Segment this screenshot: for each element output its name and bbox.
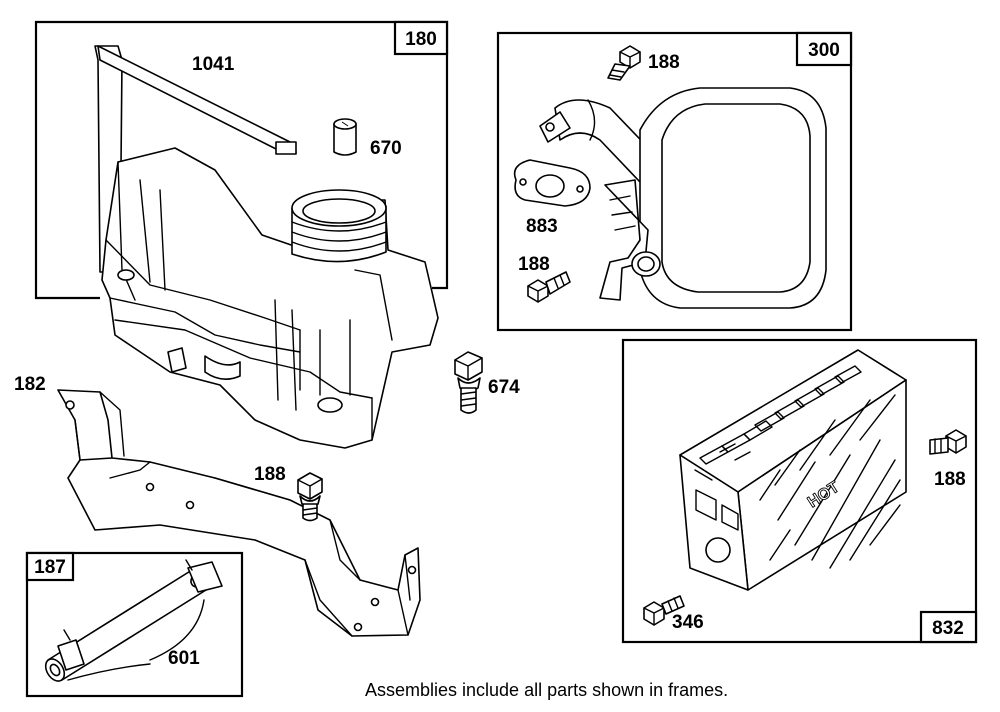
frame-muffler-number: 300 [808, 40, 840, 61]
screw-muffler-bottom-part [527, 271, 571, 303]
heat-guard-part: HOT [679, 349, 907, 591]
frame-guard-tag [919, 610, 978, 644]
callout-screw-tank: 674 [488, 377, 520, 398]
frame-muffler-tag [795, 31, 853, 67]
clamp-leader-lines [67, 599, 205, 681]
frame-muffler-border [496, 31, 853, 332]
frame-fuel-line: 187 [25, 551, 244, 698]
frame-fuel-tank-number: 180 [405, 29, 437, 50]
frame-fuel-tank: 180 [34, 20, 449, 300]
frame-fuel-line-border [25, 551, 244, 698]
fuel-tank-part [101, 147, 439, 449]
footnote-text: Assemblies include all parts shown in fr… [365, 680, 728, 700]
frame-guard-number: 832 [932, 618, 964, 639]
callout-screw-guard-left: 346 [672, 612, 704, 633]
callout-screw-muffler-bottom: 188 [518, 254, 550, 275]
callout-screw-muffler-top: 188 [648, 52, 680, 73]
callout-screw-bracket: 188 [254, 464, 286, 485]
frame-fuel-tank-border [34, 20, 449, 300]
bushing-part [333, 118, 357, 156]
frame-guard-border [621, 338, 978, 644]
screw-muffler-top-part [607, 45, 641, 81]
screw-guard-left-part [643, 595, 685, 626]
callout-bracket-rod: 1041 [192, 54, 235, 75]
callout-bushing: 670 [370, 138, 402, 159]
fuel-line-part [44, 559, 223, 682]
screw-bracket-part [297, 472, 323, 522]
callout-screw-guard-right: 188 [934, 469, 966, 490]
frame-muffler: 300 [496, 31, 853, 332]
muffler-part [539, 87, 827, 309]
callout-bracket: 182 [14, 374, 46, 395]
screw-guard-right-part [929, 429, 967, 455]
frame-fuel-line-tag [25, 551, 75, 582]
screw-tank-part [454, 351, 483, 414]
bracket-part [57, 389, 421, 637]
callout-gasket: 883 [526, 216, 558, 237]
frame-fuel-tank-tag [393, 20, 449, 56]
callout-clamp: 601 [168, 648, 200, 669]
frame-fuel-line-number: 187 [34, 557, 66, 578]
gasket-part [513, 159, 591, 207]
frame-guard: 832 [621, 338, 978, 644]
